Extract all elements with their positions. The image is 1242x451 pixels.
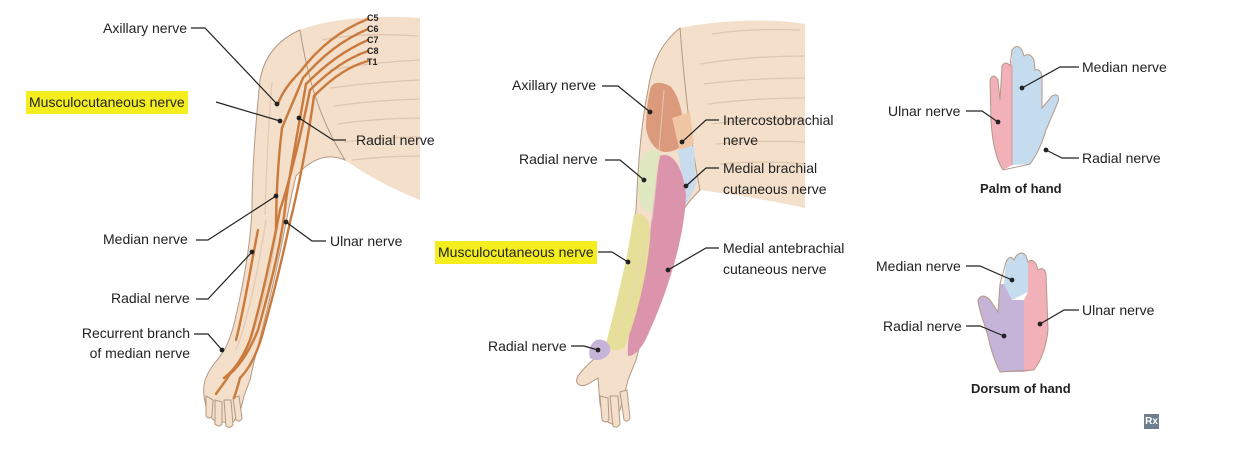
medial-brachial-zone [678, 146, 696, 205]
palm-median-label: Median nerve [1082, 59, 1167, 75]
root-label-c6: C6 [367, 24, 379, 34]
medial-antebrachial-zone [627, 154, 686, 356]
root-label-c5: C5 [367, 13, 379, 23]
medial-brachial-label-1: Medial brachial [723, 160, 818, 176]
dorsum-ulnar-zone [1024, 260, 1048, 372]
left-musculocutaneous-label: Musculocutaneous nerve [26, 91, 188, 114]
left-radial-upper-label: Radial nerve [356, 132, 435, 148]
brachial-plexus-root [298, 17, 370, 74]
musculocutaneous-zone [606, 213, 651, 351]
middle-bone-outline [613, 89, 665, 341]
dorsum-ulnar-label: Ulnar nerve [1082, 302, 1155, 318]
mid-axillary-label: Axillary nerve [512, 77, 597, 93]
left-median-label: Median nerve [103, 231, 188, 247]
dorsum-caption: Dorsum of hand [971, 381, 1071, 396]
left-ribcage [321, 34, 421, 161]
intercostobrachial-label-2: nerve [723, 132, 759, 148]
dorsum-outline [977, 252, 1049, 373]
dorsum-median-label: Median nerve [876, 258, 961, 274]
medial-antebrachial-label-2: cutaneous nerve [723, 261, 827, 277]
leader-lines [191, 27, 1079, 351]
dorsum-radial-zone [978, 284, 1024, 372]
palm-figure [989, 46, 1059, 171]
middle-arm-figure [576, 20, 806, 428]
left-fingers [205, 395, 243, 428]
palm-ulnar-zone [990, 60, 1012, 170]
intercostobrachial-label-1: Intercostobrachial [723, 112, 834, 128]
root-label-c8: C8 [367, 46, 379, 56]
mid-musculocutaneous-label: Musculocutaneous nerve [435, 241, 597, 264]
axillary-zone [646, 82, 684, 152]
intercostobrachial-zone [672, 112, 694, 152]
mid-radial-upper-label: Radial nerve [519, 151, 598, 167]
root-label-t1: T1 [367, 57, 378, 67]
medial-antebrachial-label-1: Medial antebrachial [723, 240, 845, 256]
rx-logo: Rx [1144, 414, 1159, 429]
recurrent-branch-label-2: of median nerve [89, 345, 190, 361]
dorsum-median-zone [1004, 253, 1028, 300]
ulnar-nerve-path [238, 94, 316, 380]
median-nerve-path [222, 88, 312, 380]
left-arm-nerves [214, 17, 370, 400]
left-ulnar-label: Ulnar nerve [330, 233, 403, 249]
palm-radial-label: Radial nerve [1082, 150, 1161, 166]
palm-outline [989, 46, 1059, 171]
palm-ulnar-label: Ulnar nerve [888, 103, 961, 119]
dorsum-radial-label: Radial nerve [883, 318, 962, 334]
palm-caption: Palm of hand [980, 181, 1062, 196]
left-radial-lower-label: Radial nerve [111, 290, 190, 306]
recurrent-branch-label-1: Recurrent branch [81, 325, 190, 341]
middle-fingers [599, 389, 631, 428]
palm-median-zone [1012, 46, 1059, 165]
middle-chest-skin [680, 20, 805, 208]
radial-nerve-path [228, 82, 308, 376]
musculocutaneous-nerve-path [274, 76, 305, 232]
axillary-nerve-path [276, 70, 302, 106]
left-axillary-label: Axillary nerve [103, 20, 188, 36]
medial-brachial-label-2: cutaneous nerve [723, 181, 827, 197]
dorsum-figure [977, 252, 1049, 373]
left-arm-figure [203, 16, 421, 428]
mid-radial-lower-label: Radial nerve [488, 338, 567, 354]
leader-dots [219, 85, 1049, 353]
middle-ribcage [699, 28, 806, 165]
root-label-c7: C7 [367, 35, 379, 45]
